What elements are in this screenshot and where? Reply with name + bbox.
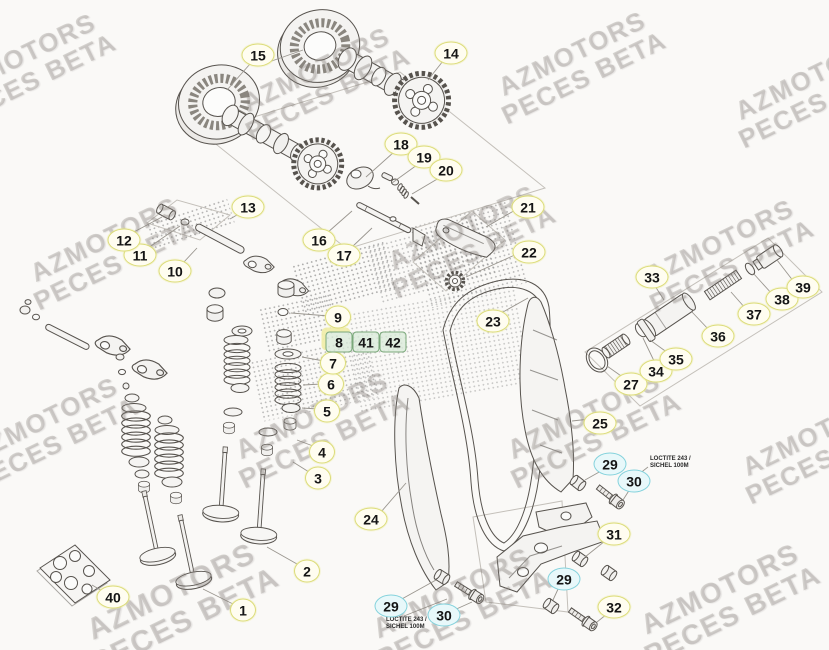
leader-line: [427, 60, 444, 81]
chain-guide-front: [394, 384, 450, 591]
shim-plate: [36, 544, 111, 607]
leader-line: [485, 208, 518, 228]
callout-30[interactable]: 30: [427, 603, 461, 627]
leader-line: [399, 579, 437, 601]
leader-line: [147, 225, 181, 249]
leader-line: [654, 285, 665, 301]
callout-36[interactable]: 36: [701, 324, 735, 348]
rocker-shaft-upper: [156, 203, 245, 254]
callout-20[interactable]: 20: [429, 158, 463, 182]
rocker-shaft-lower: [19, 299, 90, 350]
callout-13[interactable]: 13: [231, 195, 265, 219]
callout-29[interactable]: 29: [547, 567, 581, 591]
decompressor-parts: [346, 166, 420, 205]
callout-33[interactable]: 33: [635, 265, 669, 289]
leader-line: [584, 540, 606, 558]
leader-line: [365, 151, 395, 178]
cam-sprocket-intake: [291, 137, 345, 191]
callout-29[interactable]: 29: [374, 594, 408, 618]
valve-springs: [121, 335, 302, 505]
chain-tensioner-assembly: [585, 244, 784, 373]
leader-line: [403, 598, 448, 617]
callout-37[interactable]: 37: [737, 302, 771, 326]
chain-guide-bracket: [496, 502, 606, 593]
camshaft-exhaust: [337, 47, 452, 130]
callout-8[interactable]: 8: [325, 331, 353, 353]
callout-12[interactable]: 12: [107, 228, 141, 252]
callout-35[interactable]: 35: [659, 347, 693, 371]
small-gear: [444, 270, 466, 292]
callout-29[interactable]: 29: [593, 452, 627, 476]
leader-line: [391, 164, 418, 184]
callout-10[interactable]: 10: [158, 259, 192, 283]
callout-14[interactable]: 14: [434, 41, 468, 65]
decompressor-shaft: [356, 202, 426, 247]
leader-line: [465, 253, 518, 278]
callout-17[interactable]: 17: [327, 243, 361, 267]
tappet-parts-center: [274, 280, 302, 360]
callout-40[interactable]: 40: [96, 585, 130, 609]
leader-line: [266, 546, 298, 565]
callout-9[interactable]: 9: [325, 305, 351, 329]
callout-7[interactable]: 7: [320, 351, 346, 375]
leader-line: [290, 312, 330, 317]
callout-2[interactable]: 2: [294, 559, 320, 583]
leader-line: [351, 227, 373, 248]
camshaft-intake: [221, 104, 345, 191]
callout-27[interactable]: 27: [614, 372, 648, 396]
leader-line: [131, 216, 163, 234]
callout-23[interactable]: 23: [476, 309, 510, 333]
callout-39[interactable]: 39: [786, 275, 820, 299]
callout-31[interactable]: 31: [597, 522, 631, 546]
leader-line: [642, 337, 656, 364]
leader-line: [292, 461, 310, 473]
leader-line: [502, 297, 529, 313]
callout-5[interactable]: 5: [314, 399, 340, 423]
callout-6[interactable]: 6: [318, 372, 344, 396]
leader-line: [226, 63, 251, 91]
callout-1[interactable]: 1: [230, 598, 256, 622]
callout-3[interactable]: 3: [305, 466, 331, 490]
construction-box: [200, 71, 547, 250]
callout-22[interactable]: 22: [512, 240, 546, 264]
leader-line: [411, 177, 440, 195]
leader-line: [202, 588, 234, 605]
leader-line: [326, 210, 353, 234]
callout-42[interactable]: 42: [379, 331, 407, 353]
callout-30[interactable]: 30: [617, 469, 651, 493]
callout-16[interactable]: 16: [302, 228, 336, 252]
leader-line: [380, 482, 407, 513]
callout-24[interactable]: 24: [354, 507, 388, 531]
callout-25[interactable]: 25: [583, 411, 617, 435]
chain-tensioner-blade: [519, 296, 575, 493]
leader-line: [182, 247, 198, 264]
callout-41[interactable]: 41: [352, 331, 380, 353]
chain-pad-top: [435, 218, 496, 292]
callout-15[interactable]: 15: [241, 43, 275, 67]
callout-4[interactable]: 4: [309, 440, 335, 464]
callout-32[interactable]: 32: [597, 595, 631, 619]
callout-21[interactable]: 21: [511, 195, 545, 219]
cam-sprocket-exhaust: [392, 70, 452, 130]
tappet-parts-left: [115, 287, 253, 390]
